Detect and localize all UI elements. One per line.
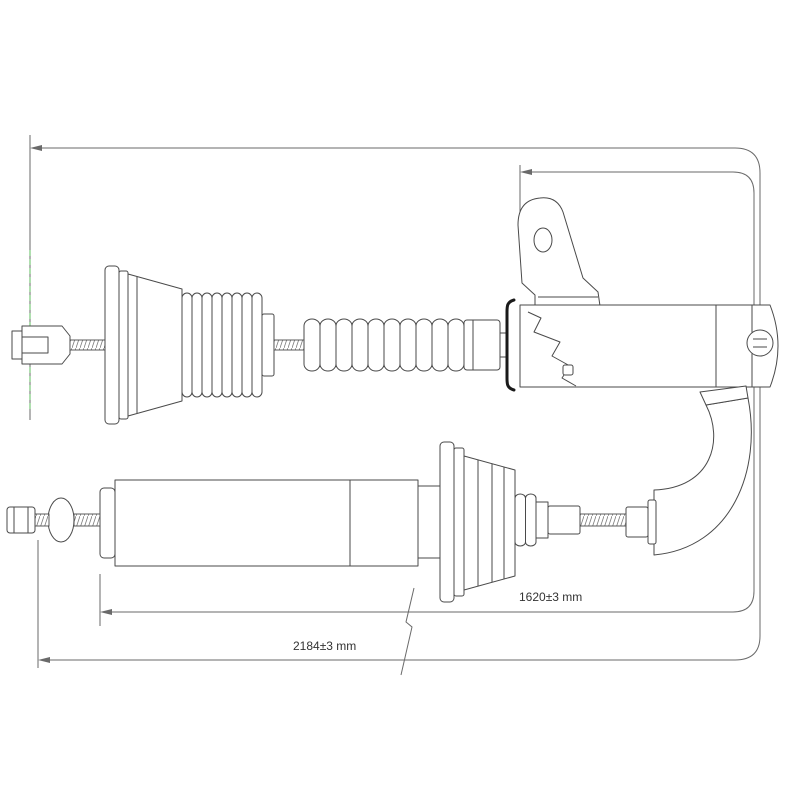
clevis-slot [22,336,49,354]
bellows-ridges [191,298,253,392]
cable-lower-left [73,513,101,527]
bellows-upper-small [303,318,465,372]
upper-cable-assembly [11,197,779,556]
dimension-label-outer: 2184±3 mm [293,639,356,653]
end-fitting-grooves [13,507,29,533]
cable-lower-right [579,513,627,527]
end-fitting [6,506,36,534]
lower-cable-assembly [6,441,657,603]
bellows-end-cap [261,313,275,377]
elbow-conduit [653,385,752,556]
inner-dimension-line [110,171,755,613]
dimension-lines: 1620±3 mm 2184±3 mm [29,135,761,676]
actuator-body [519,304,779,388]
lower-boot-bellows [463,455,516,591]
lower-cylinder-end-cap [99,487,116,559]
ferrule-lower-right [625,506,649,538]
ferrule-lower-connector [535,501,549,539]
dimension-label-inner: 1620±3 mm [519,590,582,604]
body-internal-piston [562,364,574,376]
elbow-end-collar [647,499,657,545]
boot-flange-outer [104,265,120,425]
body-cutaway-edge [527,311,577,387]
lower-boot-flange-inner [453,447,465,597]
lower-neck-tube [417,485,441,559]
bracket-plate [517,197,601,307]
lower-boot-flange-outer [439,441,455,603]
boot-large-upper [104,265,183,425]
inner-dimension-arrow-top [520,169,532,175]
cable-upper-left [69,339,107,351]
clevis-fork [11,325,71,365]
outer-dimension-line [40,147,761,661]
eye-hole [746,329,774,357]
elbow-tube [653,397,752,556]
cable-stop-bead [47,497,75,543]
body-housing [519,304,753,388]
ferrule-lower-middle [547,505,581,535]
cable-lower-end [34,513,50,527]
ferrule-upper-connector [499,332,507,358]
boot-flange-inner [118,270,129,420]
clevis-tab [11,330,23,360]
lower-boot-ridges [477,460,505,586]
retaining-ring [505,298,516,392]
boot-large-lower [439,441,516,603]
bracket-hole [533,227,553,253]
outer-dimension-arrow-top [30,145,42,151]
outer-dimension-arrow-bottom [38,657,50,663]
small-bellows-ridges [319,326,449,364]
eye-pin [753,338,767,348]
lower-main-cylinder [114,479,419,567]
mounting-bracket [517,197,601,307]
inner-dimension-arrow-bottom [100,609,112,615]
break-symbol [400,587,415,676]
clevis-body [21,325,71,365]
bellows-upper-large [181,292,263,398]
boot-cone [127,273,183,417]
ferrule-upper [463,319,501,371]
bellows-lower-small [514,493,537,547]
cable-upper-middle [273,339,305,351]
elbow-collar [699,385,749,406]
